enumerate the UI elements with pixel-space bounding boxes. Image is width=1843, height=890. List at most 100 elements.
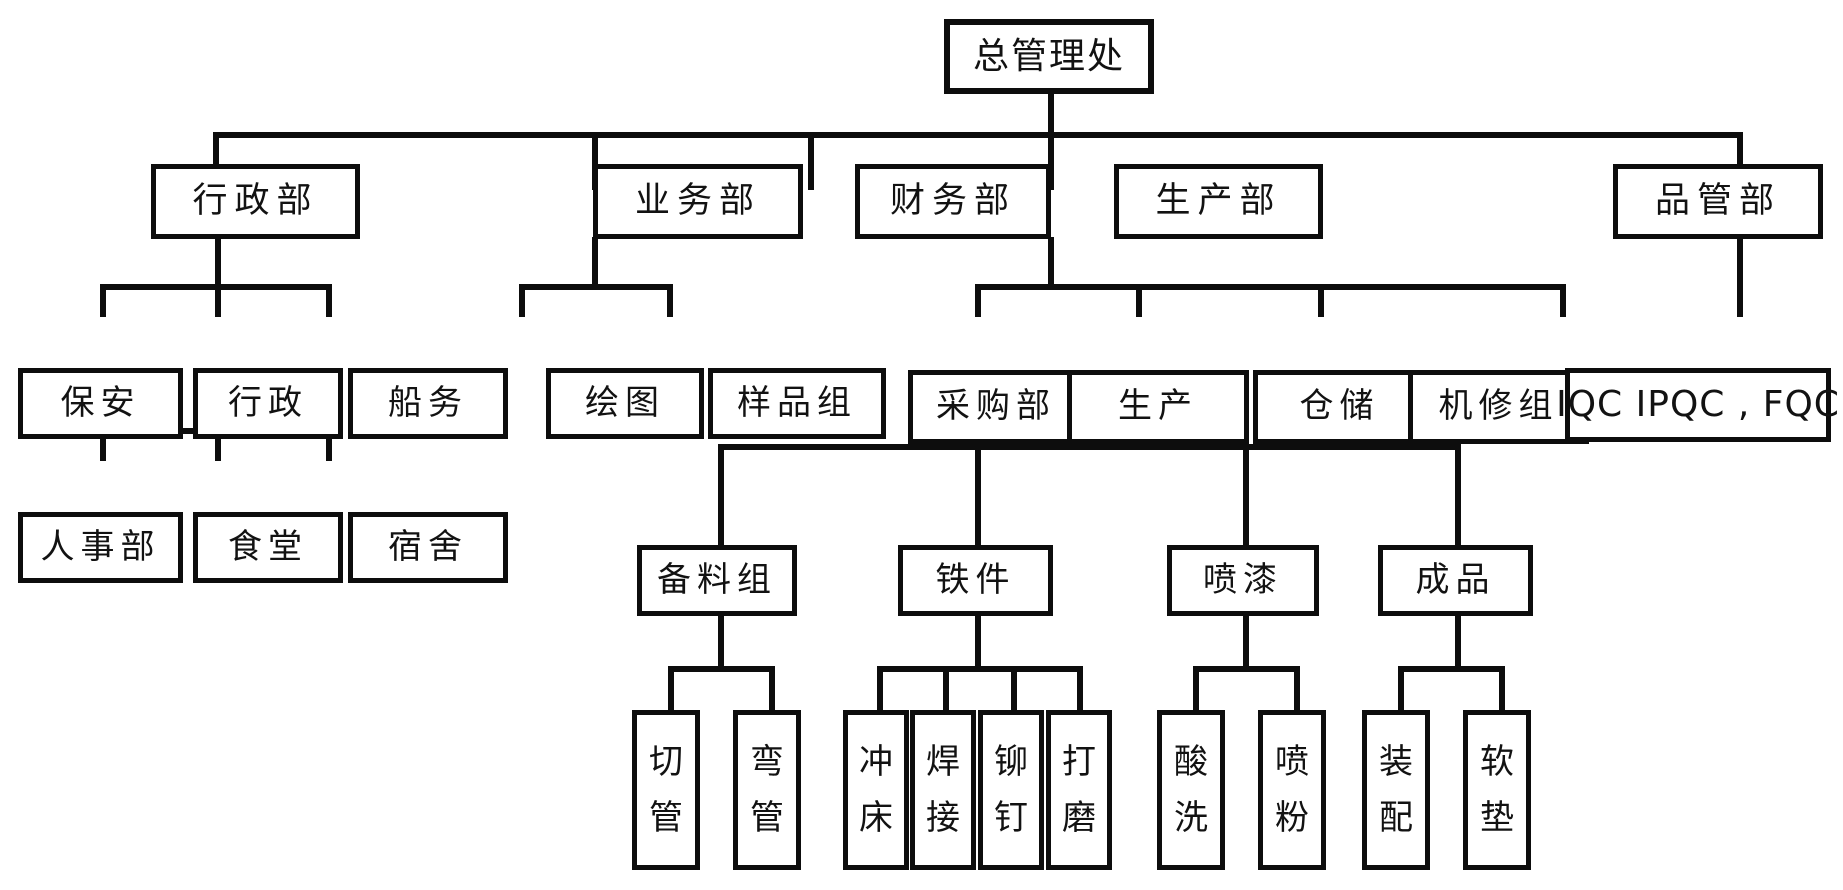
node-purchasing-department[interactable]: 采购部 (908, 370, 1084, 444)
connector-drop-sales (592, 132, 598, 190)
node-grinding-char-2: 磨 (1062, 798, 1096, 838)
node-finance-department[interactable]: 财务部 (855, 164, 1051, 239)
node-pipe-bending-char-1: 弯 (750, 742, 784, 782)
node-administration-department[interactable]: 行政部 (151, 164, 360, 239)
node-maintenance-group[interactable]: 机修组 (1408, 370, 1589, 444)
connector-penqi-drop-1 (1193, 666, 1199, 714)
connector-admin-stem (215, 237, 221, 289)
node-hr-department[interactable]: 人事部 (18, 512, 183, 583)
connector-sheng-bus (718, 444, 1461, 450)
connector-production-bus (975, 284, 1566, 290)
node-sales-department[interactable]: 业务部 (593, 164, 803, 239)
connector-drop-admin (213, 132, 219, 190)
node-assembly-char-1: 装 (1379, 742, 1413, 782)
node-pipe-cutting-char-1: 切 (649, 742, 683, 782)
node-quality-department[interactable]: 品管部 (1613, 164, 1823, 239)
connector-production-drop-4 (1560, 284, 1566, 317)
connector-tiejian-drop-4 (1077, 666, 1083, 714)
node-pipe-cutting-char-2: 管 (649, 798, 683, 838)
connector-tiejian-drop-1 (877, 666, 883, 714)
connector-beiliao-drop-2 (769, 666, 775, 714)
connector-penqi-drop-2 (1294, 666, 1300, 714)
connector-chengpin-bus (1398, 666, 1505, 672)
connector-admin-drop-1 (100, 284, 106, 317)
node-pickling-char-1: 酸 (1174, 742, 1208, 782)
connector-drop-production (1048, 132, 1054, 190)
connector-sheng-drop-3 (1243, 444, 1249, 549)
connector-beiliao-bus (668, 666, 775, 672)
connector-sales-drop-1 (519, 284, 525, 317)
node-welding-char-1: 焊 (926, 742, 960, 782)
connector-penqi-stem (1243, 613, 1249, 670)
connector-sales-stem (592, 237, 598, 289)
connector-beiliao-stem (718, 613, 724, 670)
connector-admin-drop-2 (215, 284, 221, 317)
node-cushioning[interactable]: 软 垫 (1463, 710, 1531, 870)
node-administration[interactable]: 行政 (193, 368, 343, 439)
node-material-prep-group[interactable]: 备料组 (637, 545, 797, 616)
connector-penqi-bus (1193, 666, 1300, 672)
node-metal-parts[interactable]: 铁件 (898, 545, 1053, 616)
connector-tiejian-drop-2 (943, 666, 949, 714)
node-dormitory[interactable]: 宿舍 (348, 512, 508, 583)
connector-drop-finance (808, 132, 814, 190)
connector-sheng-drop-4 (1455, 444, 1461, 549)
connector-tiejian-stem (975, 613, 981, 670)
node-production-department[interactable]: 生产部 (1114, 164, 1323, 239)
node-warehouse[interactable]: 仓储 (1253, 370, 1426, 444)
node-powder-coating-char-2: 粉 (1275, 798, 1309, 838)
node-security[interactable]: 保安 (18, 368, 183, 439)
node-root-general-management[interactable]: 总管理处 (944, 19, 1154, 94)
node-riveting-char-2: 钉 (994, 798, 1028, 838)
connector-qc-stem (1737, 237, 1743, 317)
node-pipe-bending-char-2: 管 (750, 798, 784, 838)
connector-level2-bus (213, 132, 1743, 138)
connector-sales-drop-2 (667, 284, 673, 317)
node-riveting-char-1: 铆 (994, 742, 1028, 782)
node-cushioning-char-2: 垫 (1480, 798, 1514, 838)
node-punching-char-1: 冲 (859, 742, 893, 782)
connector-sales-bus (519, 284, 673, 290)
node-pipe-bending[interactable]: 弯 管 (733, 710, 801, 870)
node-welding[interactable]: 焊 接 (910, 710, 976, 870)
connector-sheng-drop-1 (718, 444, 724, 549)
node-punching[interactable]: 冲 床 (843, 710, 909, 870)
node-welding-char-2: 接 (926, 798, 960, 838)
node-sample-group[interactable]: 样品组 (708, 368, 886, 439)
node-pipe-cutting[interactable]: 切 管 (632, 710, 700, 870)
connector-production-drop-2 (1136, 284, 1142, 317)
node-iqc-ipqc-fqc[interactable]: IQC IPQC , FQC (1556, 368, 1839, 442)
connector-production-stem (1048, 237, 1054, 289)
connector-chengpin-drop-2 (1499, 666, 1505, 714)
node-finished-goods[interactable]: 成品 (1378, 545, 1533, 616)
node-pickling[interactable]: 酸 洗 (1157, 710, 1225, 870)
connector-beiliao-drop-1 (668, 666, 674, 714)
connector-xingzheng-drop-1 (100, 428, 106, 461)
node-riveting[interactable]: 铆 钉 (978, 710, 1044, 870)
connector-chengpin-stem (1455, 613, 1461, 670)
node-powder-coating-char-1: 喷 (1275, 742, 1309, 782)
node-painting[interactable]: 喷漆 (1167, 545, 1319, 616)
connector-drop-qc (1737, 132, 1743, 190)
node-drafting[interactable]: 绘图 (546, 368, 704, 439)
node-cushioning-char-1: 软 (1480, 742, 1514, 782)
node-grinding[interactable]: 打 磨 (1046, 710, 1112, 870)
connector-root-stem (1048, 92, 1054, 137)
node-powder-coating[interactable]: 喷 粉 (1258, 710, 1326, 870)
connector-chengpin-drop-1 (1398, 666, 1404, 714)
connector-production-drop-1 (975, 284, 981, 317)
connector-sheng-drop-2 (975, 444, 981, 549)
connector-admin-drop-3 (326, 284, 332, 317)
node-pickling-char-2: 洗 (1174, 798, 1208, 838)
node-grinding-char-1: 打 (1062, 742, 1096, 782)
node-production[interactable]: 生产 (1067, 370, 1249, 444)
node-assembly-char-2: 配 (1379, 798, 1413, 838)
connector-xingzheng-drop-3 (326, 428, 332, 461)
connector-tiejian-bus (877, 666, 1083, 672)
node-canteen[interactable]: 食堂 (193, 512, 343, 583)
node-shipping[interactable]: 船务 (348, 368, 508, 439)
node-assembly[interactable]: 装 配 (1362, 710, 1430, 870)
connector-xingzheng-drop-2 (215, 428, 221, 461)
connector-production-drop-3 (1318, 284, 1324, 317)
connector-tiejian-drop-3 (1011, 666, 1017, 714)
